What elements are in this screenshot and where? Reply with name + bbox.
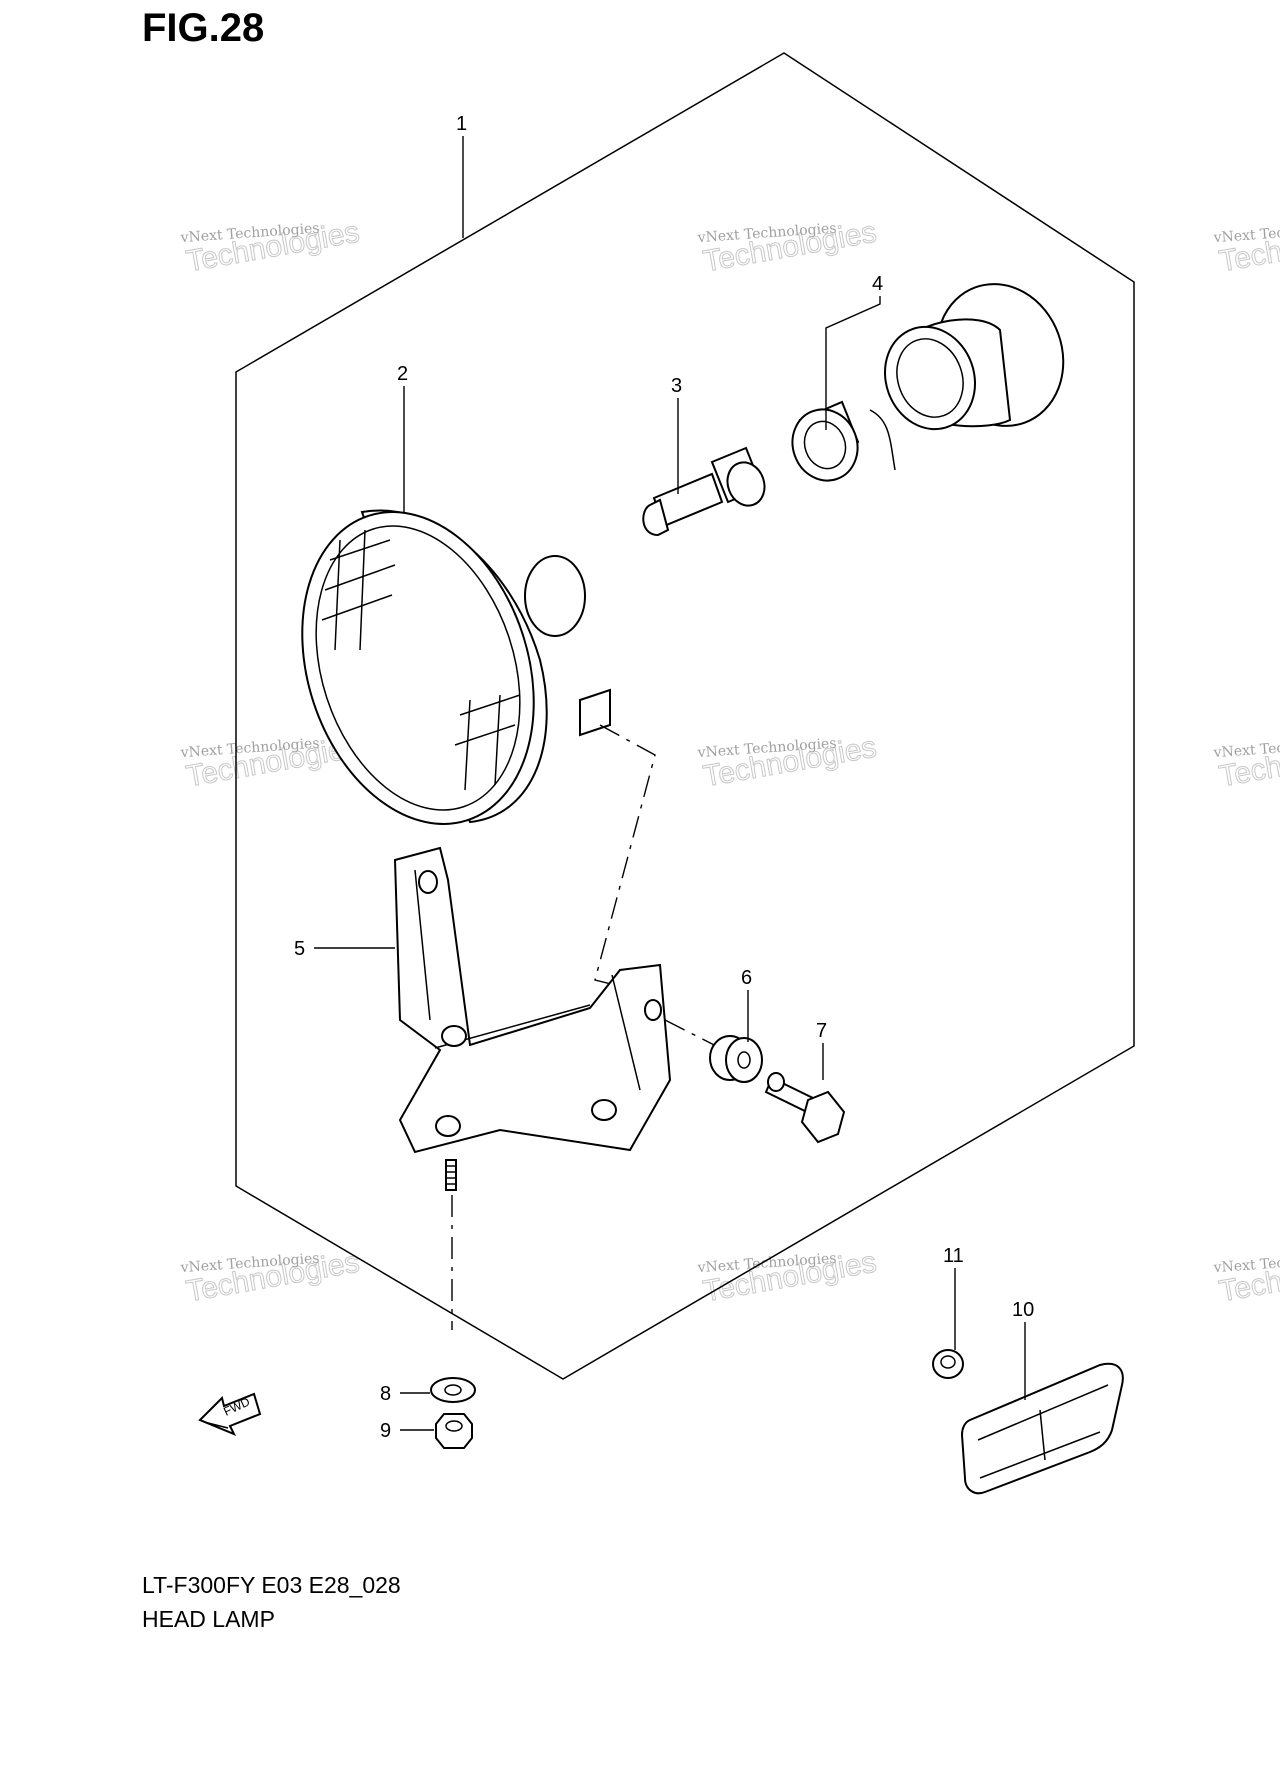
bolt[interactable]	[764, 1072, 846, 1144]
callout-4: 4	[872, 273, 883, 295]
callout-numbers: 1 2 3 4 5 6 7 8 9 10 11	[294, 113, 1034, 1442]
grommet-alignment-line	[664, 1019, 721, 1049]
reflector-nut[interactable]	[932, 1349, 964, 1379]
forward-direction-arrow: FWD	[198, 1392, 262, 1436]
head-lamp-unit[interactable]	[264, 482, 611, 854]
assembly-outline	[235, 52, 1135, 1380]
watermark-text: Technologies	[1217, 216, 1280, 279]
washer[interactable]	[430, 1377, 476, 1403]
callout-1: 1	[456, 113, 467, 135]
callout-7: 7	[816, 1020, 827, 1042]
callout-9: 9	[380, 1420, 391, 1442]
lamp-socket-housing[interactable]	[783, 266, 1083, 490]
callout-2: 2	[397, 363, 408, 385]
callout-5: 5	[294, 938, 305, 960]
mount-alignment-line	[594, 724, 656, 991]
callout-11: 11	[943, 1245, 964, 1267]
leader-lines	[314, 136, 1026, 1431]
watermark-text: Technologies	[1217, 731, 1280, 794]
figure-caption: LT-F300FY E03 E28_028 HEAD LAMP	[142, 1568, 401, 1636]
head-lamp-bracket[interactable]	[393, 846, 672, 1191]
nut[interactable]	[435, 1413, 473, 1449]
callout-3: 3	[671, 375, 682, 397]
grommet[interactable]	[709, 1035, 763, 1083]
section-name: HEAD LAMP	[142, 1606, 275, 1632]
callout-10: 10	[1012, 1299, 1034, 1321]
watermark-text: Technologies	[1217, 1246, 1280, 1309]
model-code: LT-F300FY E03 E28_028	[142, 1572, 401, 1598]
head-lamp-bulb[interactable]	[642, 446, 770, 537]
reflector[interactable]	[960, 1362, 1124, 1495]
callout-6: 6	[741, 967, 752, 989]
figure-title: FIG.28	[142, 6, 265, 50]
callout-8: 8	[380, 1383, 391, 1405]
